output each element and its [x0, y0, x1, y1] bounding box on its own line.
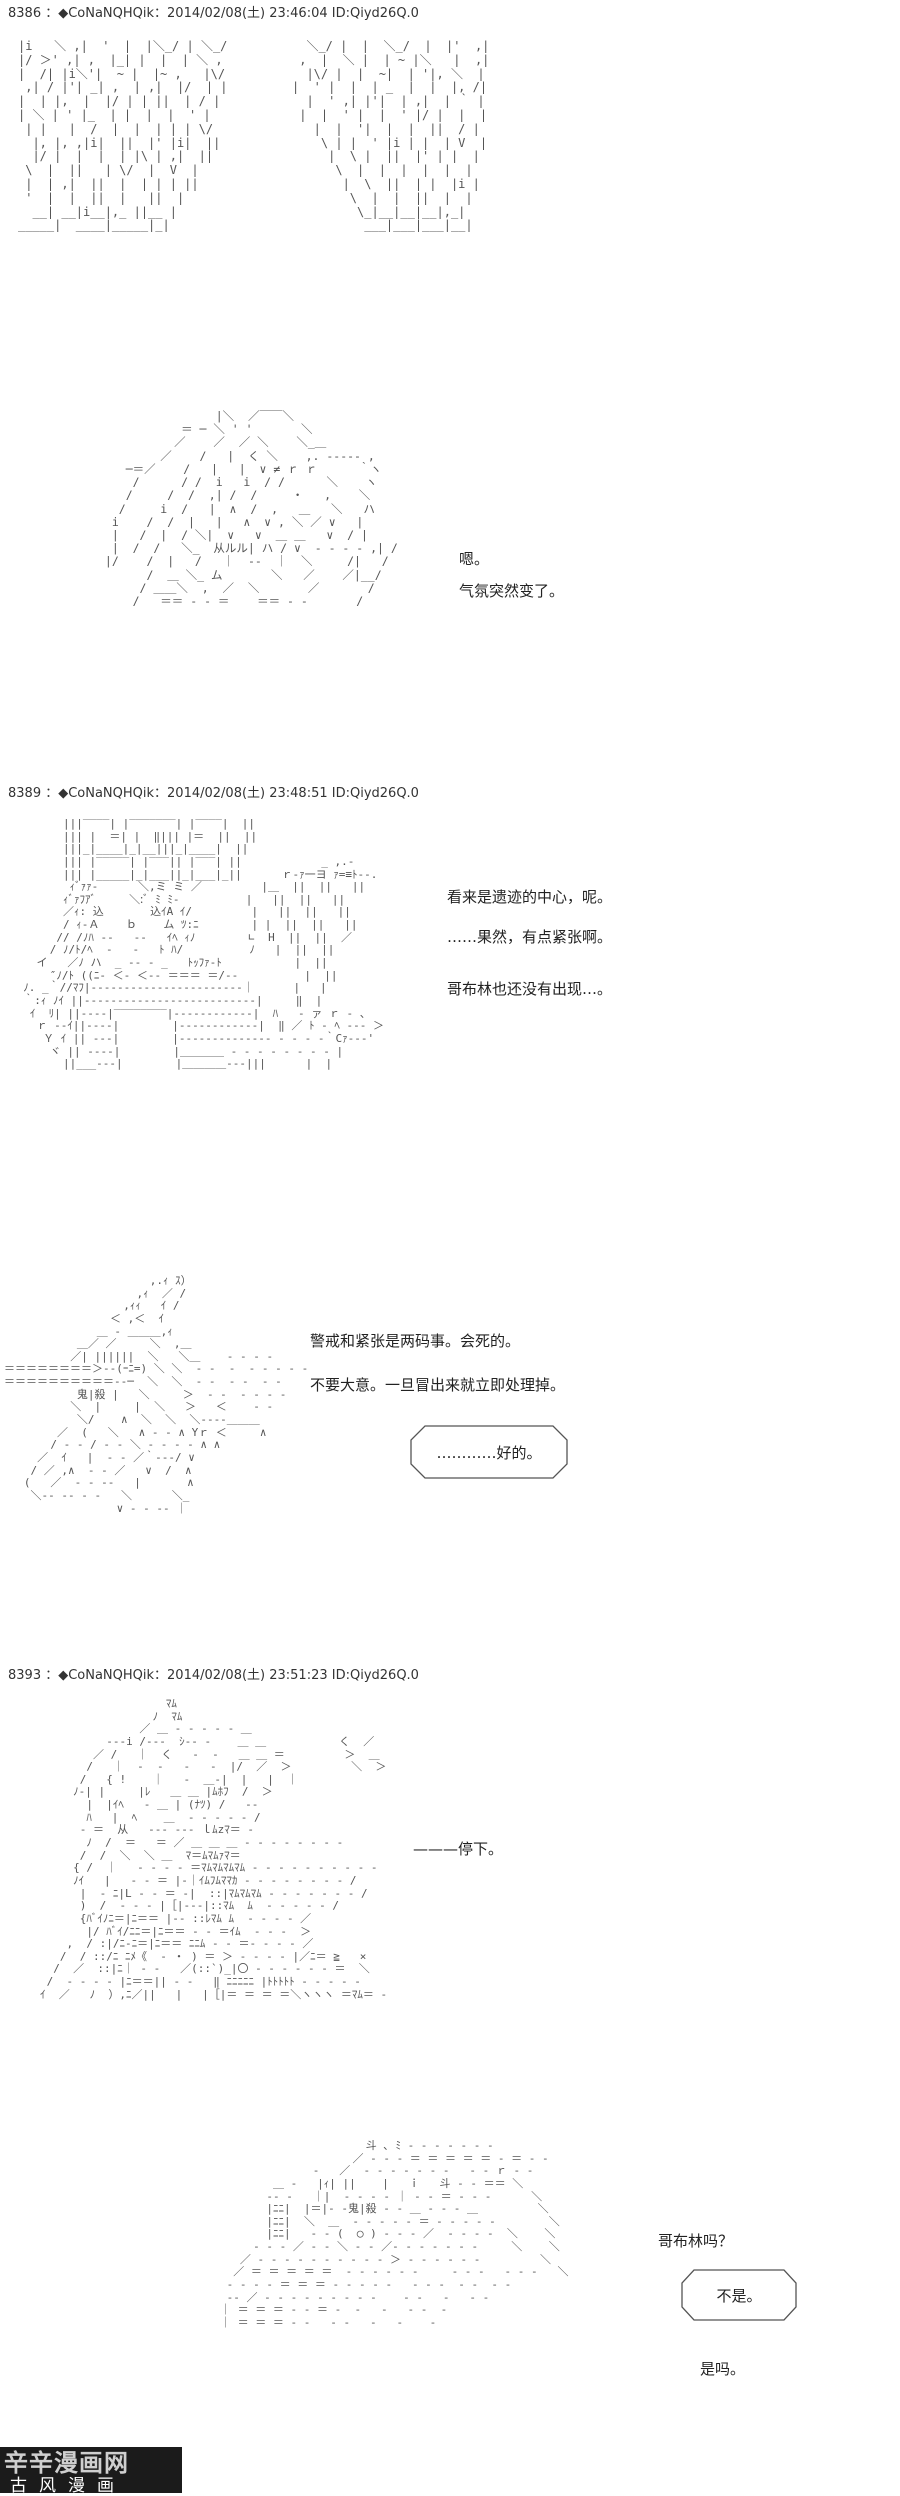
character-art-2: ﾏﾑ ﾉ ﾏﾑ ／ ＿ ‐ ‐ ‐ ‐ ‐ ＿ ‐‐‐i /‐‐‐ ｼ‐‐ ‐ …: [40, 1697, 388, 2001]
site-watermark: 辛辛漫画网 古风漫画: [0, 2447, 182, 2496]
character-art-3: 斗 ､ ﾐ ‐ ‐ ‐ ‐ ‐ ‐ ‐ ／ ‐ ‐ ‐ ＝ ＝ ＝ ＝ ＝ ‐ …: [220, 2139, 569, 2329]
speech-bubble: 不是。: [680, 2268, 798, 2322]
bubble-text: …………好的。: [436, 1443, 542, 1462]
post-header: 8393 ：◆CoNaNQHQik：2014/02/08(土) 23:51:23…: [8, 1668, 419, 1683]
dialogue-line: 是吗。: [700, 2360, 746, 2378]
bubble-text: 不是。: [716, 2286, 762, 2305]
post-header: 8389 ：◆CoNaNQHQik：2014/02/08(土) 23:48:51…: [8, 786, 419, 801]
ruins-group-art: |||‾‾‾‾| |‾‾‾‾‾‾‾| |‾‾‾‾| || ||| | ＝| | …: [23, 817, 385, 1071]
curtain-left-art: |i ＼ ,| ' | |＼_/ | ＼_/ |/ ＞' ,| , |_| | …: [18, 39, 228, 233]
goblin-slayer-sword-art: ,.ｨ ｽ） ,ｨ ／ / ,ｨｨ ｲ / ＜ ,＜ ｲ ＿ ‐ ＿＿＿,ｨ ＿…: [4, 1274, 309, 1515]
dialogue-line: ……果然，有点紧张啊。: [447, 928, 613, 946]
octagon-bubble-shape: [410, 1425, 568, 1479]
watermark-subtitle: 古风漫画: [10, 2476, 126, 2496]
curtain-right-art: ＼_/ | | ＼_/ | |' ,| , | ＼ | | ~ |＼ | ,| …: [292, 39, 490, 233]
speech-bubble: …………好的。: [409, 1424, 569, 1480]
watermark-site-name: 辛辛漫画网: [4, 2448, 129, 2477]
dialogue-line: 不要大意。一旦冒出来就立即处理掉。: [310, 1376, 566, 1394]
character-art-1: |＼ ／￣￣＼ ＝ ─ ＼ ' ' ＼ ／ ／ ／ ＼ ＼_＿ ／ / | く …: [104, 409, 398, 609]
post-header: 8386 ：◆CoNaNQHQik：2014/02/08(土) 23:46:04…: [8, 6, 419, 21]
dialogue-line: 嗯。: [459, 550, 490, 568]
octagon-bubble-shape: [681, 2269, 797, 2321]
dialogue-line: 哥布林也还没有出现…。: [447, 980, 613, 998]
dialogue-line: 警戒和紧张是两码事。会死的。: [310, 1332, 521, 1350]
dialogue-line: 看来是遗迹的中心，呢。: [447, 888, 613, 906]
dialogue-line: ———停下。: [413, 1840, 504, 1858]
dialogue-line: 哥布林吗？: [658, 2232, 734, 2250]
dialogue-line: 气氛突然变了。: [459, 582, 565, 600]
